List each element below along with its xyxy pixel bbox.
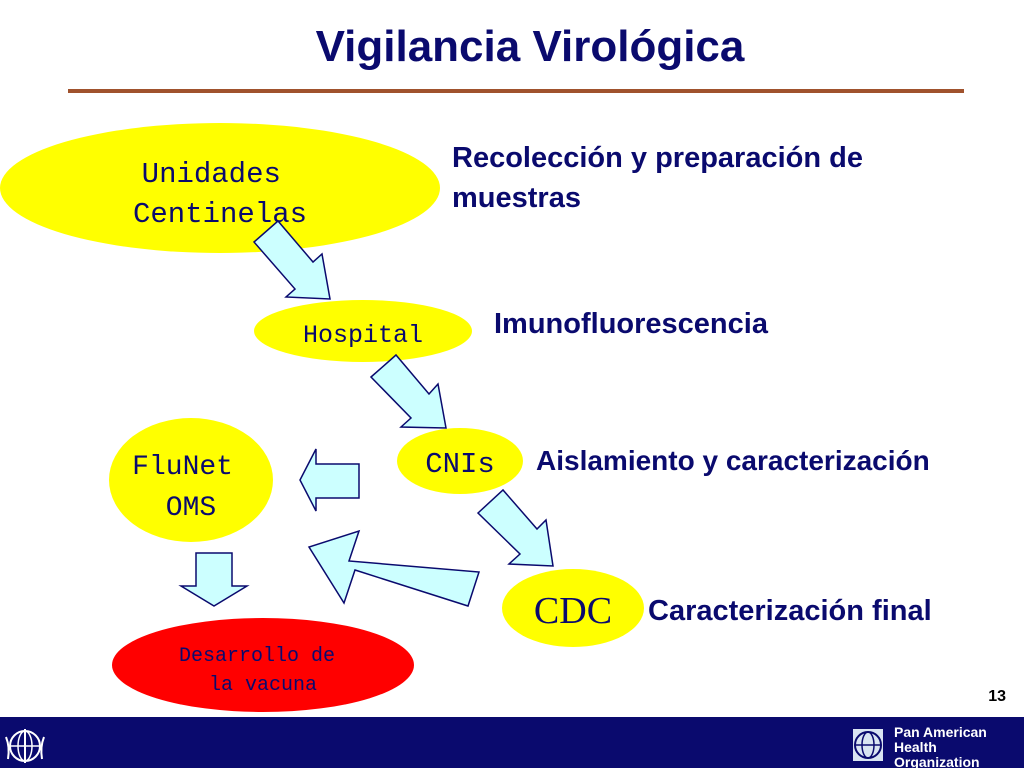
paho-name: Pan American Health Organization [894, 725, 987, 770]
desc-recoleccion: Recolección y preparación de muestras [452, 138, 863, 218]
desc-aislamiento: Aislamiento y caracterización [536, 445, 930, 476]
node-cdc-label: CDC [534, 590, 612, 632]
node-vacuna-label-2: la vacuna [209, 674, 317, 697]
node-cdc [502, 569, 644, 647]
node-hospital [254, 300, 472, 362]
desc-caracterizacion: Caracterización final [648, 595, 932, 627]
desc-imunofluorescencia: Imunofluorescencia [494, 308, 768, 340]
arrow-cnis-to-cdc [476, 488, 554, 567]
node-hospital-label: Hospital [303, 321, 423, 350]
node-unidades-centinelas [0, 123, 440, 253]
footer-bar: Pan American Health Organization [0, 717, 1024, 770]
node-cnis-label: CNIs [425, 448, 495, 481]
node-cnis [397, 428, 523, 494]
arrow-cnis-to-flunet [299, 448, 360, 512]
node-flunet-oms [109, 418, 273, 542]
paho-name-line-1: Pan American [894, 724, 987, 740]
svg-text:FluNet OMS: FluNet OMS [132, 452, 250, 524]
arrow-cdc-to-flunet [307, 529, 481, 607]
node-flunet-label-2: OMS [166, 493, 216, 524]
node-flunet-label-1: FluNet [132, 452, 233, 483]
desc-recoleccion-line-1: Recolección y preparación de [452, 142, 863, 174]
node-vacuna-label-1: Desarrollo de [179, 645, 335, 668]
who-emblem-icon [5, 729, 45, 763]
page-title: Vigilancia Virológica [315, 22, 745, 71]
svg-text:Unidades Centinelas: Unidades Centinelas [133, 158, 307, 231]
paho-globe-icon [853, 729, 883, 761]
arrow-flunet-to-vacuna [178, 552, 250, 607]
desc-recoleccion-line-2: muestras [452, 182, 581, 214]
title-divider [68, 89, 964, 93]
flow-diagram: Unidades Centinelas Hospital CNIs CDC Fl… [0, 123, 644, 712]
arrow-unidades-to-hospital [252, 219, 331, 300]
page-number: 13 [988, 688, 1006, 705]
node-unidades-label-1: Unidades [142, 158, 281, 191]
svg-text:Desarrollo de la vacuna: Desarrollo de la vacuna [179, 645, 347, 697]
node-desarrollo-vacuna [112, 618, 414, 712]
paho-name-line-3: Organization [894, 754, 980, 770]
paho-name-line-2: Health [894, 739, 937, 755]
arrow-hospital-to-cnis [369, 353, 447, 429]
